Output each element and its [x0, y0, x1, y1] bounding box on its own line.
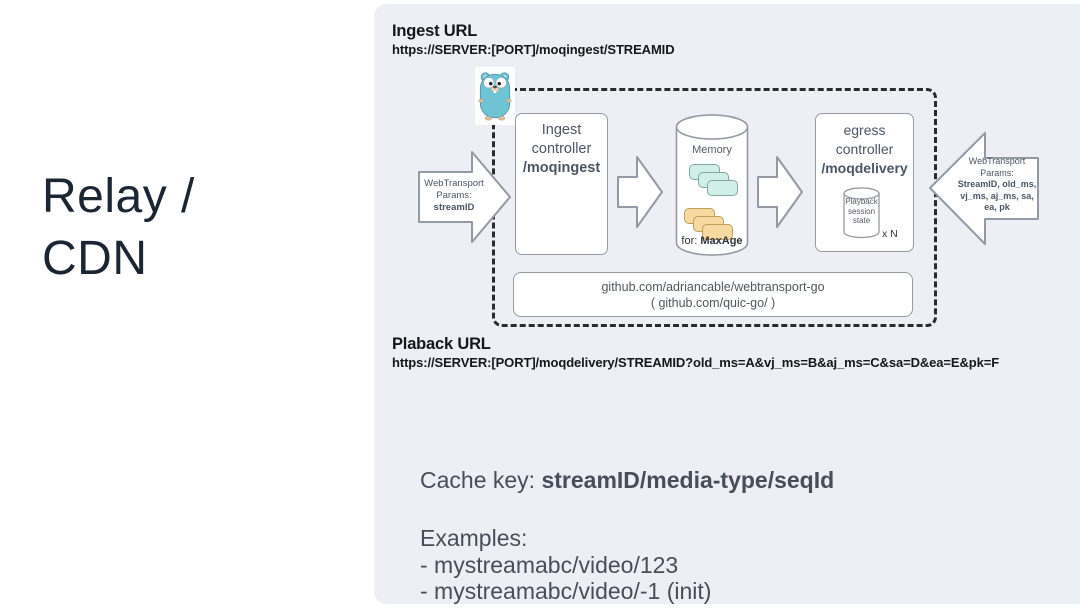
media-segment-block	[707, 180, 738, 196]
egress-arrow-params: WebTransport Params: StreamID, old_ms, v…	[957, 156, 1037, 214]
memory-footer: for: MaxAge	[675, 235, 749, 247]
ingress-params-line: WebTransport	[424, 178, 484, 189]
egress-arrow: WebTransport Params: StreamID, old_ms, v…	[927, 125, 1040, 252]
right-arrow-shape	[617, 156, 663, 228]
memory-maxage: MaxAge	[700, 235, 743, 247]
playback-session-state-label: Playback session state	[845, 197, 878, 225]
ingest-url-label: Ingest URL	[392, 22, 478, 40]
library-box: github.com/adriancable/webtransport-go (…	[513, 272, 913, 317]
ingress-arrow-params: WebTransport Params: streamID	[418, 178, 490, 214]
cache-key-value: streamID/media-type/seqId	[541, 467, 835, 493]
egress-controller-line: controller	[835, 141, 894, 157]
example-item: - mystreamabc/video/-1 (init)	[420, 578, 712, 604]
cache-examples: Examples: - mystreamabc/video/123 - myst…	[420, 525, 711, 605]
content-card: Ingest URL https://SERVER:[PORT]/moqinge…	[374, 4, 1080, 604]
egress-controller-line: egress	[843, 122, 886, 138]
memory-footer-prefix: for:	[681, 235, 701, 247]
ingress-arrow: WebTransport Params: streamID	[418, 146, 512, 248]
examples-label: Examples:	[420, 525, 528, 551]
library-repo-secondary: ( github.com/quic-go/ )	[650, 296, 776, 310]
media-segment-block	[702, 224, 733, 240]
slide-title: Relay / CDN	[42, 166, 195, 290]
egress-params-line: vj_ms, aj_ms, sa,	[960, 190, 1034, 201]
memory-label: Memory	[692, 144, 732, 156]
go-gopher-drawing	[478, 72, 512, 121]
library-repo: github.com/adriancable/webtransport-go	[601, 280, 825, 294]
egress-params-line: ea, pk	[984, 202, 1010, 212]
cylinder-shape	[843, 187, 880, 239]
left-arrow-shape	[929, 132, 1039, 245]
ingest-controller-line: Ingest	[541, 122, 582, 138]
ingest-url-value: https://SERVER:[PORT]/moqingest/STREAMID	[392, 42, 675, 57]
example-item: - mystreamabc/video/123	[420, 551, 679, 578]
ingress-params-line: Params:	[436, 190, 472, 201]
playback-session-state-cylinder: Playback session state	[843, 187, 880, 239]
egress-controller-path: /moqdelivery	[821, 160, 908, 176]
egress-params-line: WebTransport	[968, 156, 1026, 166]
ingest-controller-path: /moqingest	[522, 160, 601, 176]
egress-params-line: Params:	[980, 167, 1014, 178]
cache-key-prefix: Cache key:	[420, 467, 542, 493]
memory-store: Memory for: MaxAge	[675, 114, 749, 257]
title-line-2: CDN	[42, 232, 148, 285]
egress-controller-box: egress controller /moqdelivery Playback …	[815, 113, 914, 252]
flow-arrow-memory-to-egress	[757, 150, 803, 234]
right-arrow-shape	[757, 156, 803, 228]
flow-arrow-ingest-to-memory	[617, 150, 663, 234]
playback-url-label: Plaback URL	[392, 335, 491, 353]
right-arrow-shape	[418, 151, 511, 243]
cache-key-line: Cache key: streamID/media-type/seqId	[420, 467, 834, 494]
ingress-param-streamid: streamID	[433, 202, 475, 213]
left-panel: Relay / CDN	[0, 0, 374, 609]
ingest-controller-box: Ingest controller /moqingest	[515, 113, 608, 255]
egress-params-line: StreamID, old_ms,	[957, 179, 1037, 189]
session-multiplier: x N	[882, 228, 898, 240]
playback-url-value: https://SERVER:[PORT]/moqdelivery/STREAM…	[392, 355, 1000, 370]
go-gopher-icon	[475, 67, 515, 125]
ingest-controller-line: controller	[531, 141, 592, 157]
title-line-1: Relay /	[42, 170, 195, 223]
